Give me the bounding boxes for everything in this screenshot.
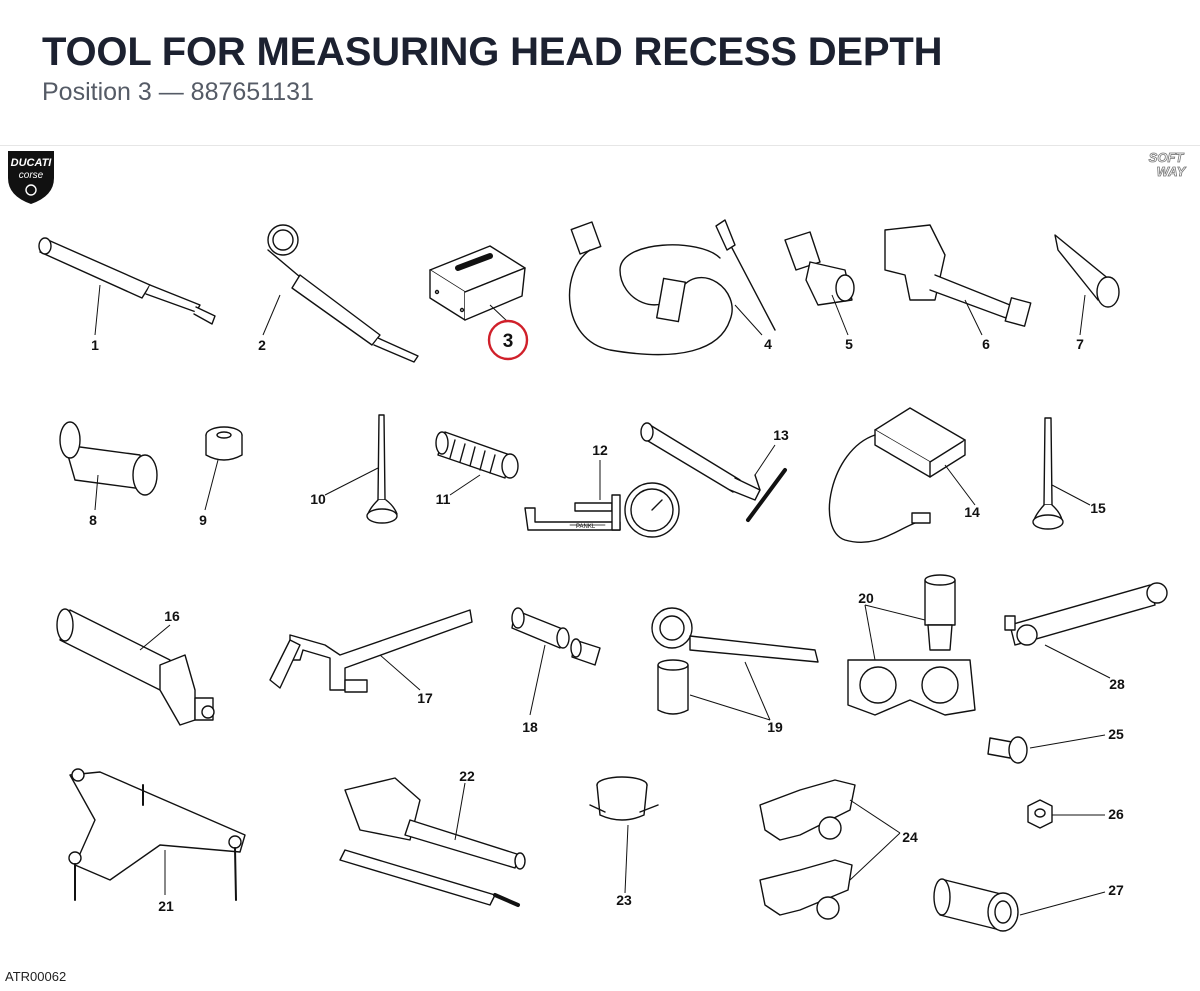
figure-code: ATR00062 xyxy=(5,969,67,984)
page-subtitle: Position 3 — 887651131 xyxy=(42,78,314,106)
ducati-logo-subtext: corse xyxy=(19,170,44,181)
ducati-corse-logo: DUCATI corse xyxy=(8,151,54,204)
callout-16: 16 xyxy=(164,608,180,624)
callout-numbers: 1 2 3 4 5 6 7 8 9 10 11 12 13 14 15 16 1… xyxy=(89,331,1125,914)
tool-25-drawing xyxy=(987,736,1028,764)
callout-12: 12 xyxy=(592,442,608,458)
callout-4: 4 xyxy=(764,336,772,352)
tool-16-drawing xyxy=(56,608,215,726)
tool-17-drawing xyxy=(269,609,473,693)
callout-17: 17 xyxy=(417,690,433,706)
callout-19: 19 xyxy=(767,719,783,735)
tool-20-drawing xyxy=(847,574,976,716)
tool-2-drawing xyxy=(267,224,419,363)
tool-19-drawing xyxy=(651,607,819,715)
tool-15-drawing xyxy=(1032,417,1064,530)
header-divider xyxy=(0,145,1200,146)
tool-24-drawing xyxy=(759,779,856,920)
tool-10-drawing xyxy=(366,414,398,524)
softway-logo-bottom: WAY xyxy=(1157,164,1187,179)
tool-13-drawing xyxy=(640,422,787,522)
callout-15: 15 xyxy=(1090,500,1106,516)
callout-18: 18 xyxy=(522,719,538,735)
callout-21: 21 xyxy=(158,898,174,914)
tool-14-drawing xyxy=(828,407,966,543)
callout-11: 11 xyxy=(436,491,451,507)
callout-8: 8 xyxy=(89,512,97,528)
callout-3: 3 xyxy=(503,331,514,352)
ducati-logo-text: DUCATI xyxy=(11,157,53,169)
callout-13: 13 xyxy=(773,427,789,443)
tool-4-drawing xyxy=(568,219,776,356)
callout-1: 1 xyxy=(91,337,99,353)
tool-12-drawing xyxy=(524,482,680,538)
tool-7-drawing xyxy=(1054,234,1120,308)
softway-logo-top: SOFT xyxy=(1149,150,1185,165)
highlight-circle xyxy=(487,319,529,361)
tool-11-drawing xyxy=(435,431,519,479)
callout-26: 26 xyxy=(1108,806,1124,822)
callout-23: 23 xyxy=(616,892,632,908)
tool-26-drawing xyxy=(1027,799,1053,829)
tool-6-drawing xyxy=(884,224,1032,327)
callout-2: 2 xyxy=(258,337,266,353)
callout-24: 24 xyxy=(902,829,918,845)
callout-28: 28 xyxy=(1109,676,1125,692)
callout-14: 14 xyxy=(964,504,980,520)
tool-27-drawing xyxy=(933,878,1019,932)
tool-28-drawing xyxy=(1004,582,1168,646)
callout-10: 10 xyxy=(310,491,326,507)
tool-5-drawing xyxy=(784,231,855,306)
page-title: TOOL FOR MEASURING HEAD RECESS DEPTH xyxy=(42,30,943,74)
callout-7: 7 xyxy=(1076,336,1084,352)
callout-leaders xyxy=(94,284,1111,916)
callout-22: 22 xyxy=(459,768,475,784)
tool-21-drawing xyxy=(68,768,246,901)
callout-27: 27 xyxy=(1108,882,1124,898)
tool-1-drawing xyxy=(38,237,216,325)
callout-5: 5 xyxy=(845,336,853,352)
callout-6: 6 xyxy=(982,336,990,352)
tool-23-drawing xyxy=(589,776,659,821)
tool-8-drawing xyxy=(59,421,158,496)
tool-22-drawing xyxy=(339,777,526,907)
callout-20: 20 xyxy=(858,590,874,606)
tool-9-drawing xyxy=(205,426,243,461)
tool-3-drawing xyxy=(429,245,526,321)
callout-25: 25 xyxy=(1108,726,1124,742)
softway-logo: SOFT WAY xyxy=(1136,149,1196,179)
tool-12-engraving: PANKL xyxy=(576,524,596,530)
callout-9: 9 xyxy=(199,512,207,528)
tool-18-drawing xyxy=(511,607,601,666)
